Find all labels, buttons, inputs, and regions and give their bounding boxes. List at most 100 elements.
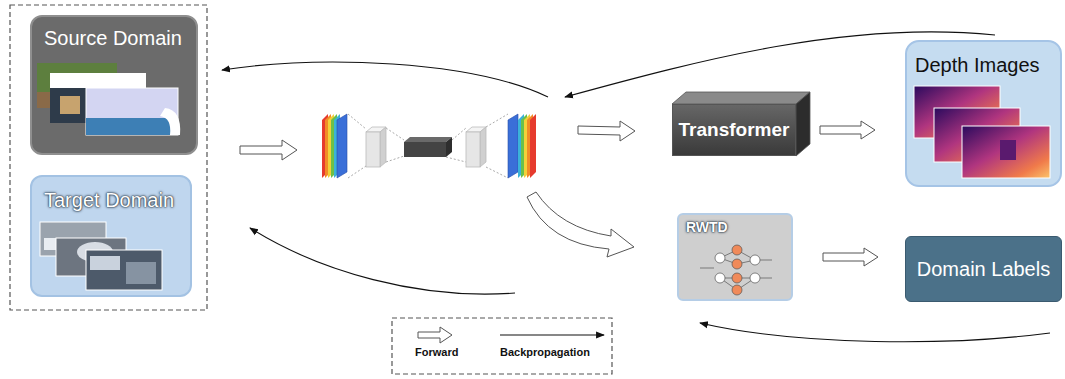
layer-slice bbox=[322, 114, 328, 178]
depth-images-box: Depth Images bbox=[905, 40, 1062, 187]
thumbnail bbox=[37, 63, 117, 108]
depth-thumbnail bbox=[1000, 140, 1016, 160]
transformer-block: Transformer bbox=[672, 104, 796, 156]
thumbnail bbox=[56, 238, 126, 276]
thumbnail bbox=[40, 222, 106, 256]
icon-line bbox=[720, 250, 737, 258]
icon-node bbox=[732, 285, 742, 295]
dashed-frame bbox=[10, 5, 207, 310]
legend-forward-sample bbox=[418, 327, 452, 343]
rwtd-icon bbox=[700, 245, 772, 295]
dotted-link bbox=[452, 128, 466, 140]
icon-line bbox=[737, 278, 755, 279]
dotted-link bbox=[486, 114, 508, 127]
source-domain-box: Source Domain bbox=[30, 15, 198, 155]
grey-block bbox=[480, 127, 486, 167]
thumbnail bbox=[86, 118, 178, 135]
target-domain-box: Target Domain bbox=[30, 175, 192, 297]
grey-block bbox=[466, 132, 480, 167]
encoder-decoder-network bbox=[322, 114, 536, 178]
bottleneck-block bbox=[404, 142, 446, 157]
thumbnail bbox=[90, 256, 120, 270]
icon-line bbox=[737, 260, 755, 264]
backprop-arrow bbox=[565, 32, 995, 97]
grey-block bbox=[366, 127, 386, 132]
dotted-link bbox=[446, 157, 466, 162]
icon-line bbox=[760, 260, 772, 261]
node-label: Target Domain bbox=[44, 189, 174, 212]
depth-thumbnail bbox=[962, 126, 1050, 178]
layer-slice bbox=[524, 114, 530, 178]
dotted-link bbox=[486, 167, 508, 178]
node-label: Transformer bbox=[679, 119, 790, 141]
backprop-arrow bbox=[222, 62, 548, 97]
layer-slice bbox=[521, 114, 527, 178]
bottleneck-block bbox=[446, 137, 452, 157]
thumbnail bbox=[86, 250, 162, 290]
layer-slice bbox=[337, 114, 347, 178]
layer-slice bbox=[530, 114, 536, 178]
grey-block bbox=[466, 127, 486, 132]
icon-node bbox=[732, 273, 742, 283]
icon-line bbox=[720, 258, 737, 264]
icon-node bbox=[732, 245, 742, 255]
backprop-arrow bbox=[700, 323, 1050, 342]
layer-slice bbox=[325, 114, 331, 178]
icon-line bbox=[720, 278, 737, 290]
rwtd-box: RWTD bbox=[677, 213, 793, 301]
legend-label: Forward bbox=[415, 346, 458, 359]
forward-arrow bbox=[240, 140, 297, 160]
legend-label: Backpropagation bbox=[500, 346, 590, 359]
dotted-link bbox=[386, 156, 404, 162]
legend-frame bbox=[392, 318, 612, 374]
icon-line bbox=[760, 278, 772, 279]
layer-slice bbox=[334, 114, 340, 178]
legend-backprop-sample bbox=[500, 334, 604, 335]
bottleneck-block bbox=[404, 137, 452, 142]
icon-line bbox=[700, 268, 714, 269]
node-label: RWTD bbox=[686, 219, 728, 235]
source-thumbnails bbox=[37, 63, 180, 135]
depth-thumbnail bbox=[914, 86, 1000, 138]
depth-thumbnails bbox=[914, 86, 1050, 178]
node-label: Depth Images bbox=[915, 54, 1040, 77]
forward-arrow bbox=[578, 121, 635, 141]
transformer-top-face bbox=[672, 92, 810, 104]
depth-thumbnail bbox=[934, 108, 1020, 162]
icon-node bbox=[750, 255, 760, 265]
layer-slice bbox=[328, 114, 334, 178]
node-label: Domain Labels bbox=[917, 258, 1050, 281]
thumbnail bbox=[50, 73, 146, 88]
thumbnail bbox=[126, 262, 156, 284]
layer-slice bbox=[331, 114, 337, 178]
thumbnail bbox=[37, 92, 117, 108]
transformer-side-face bbox=[796, 92, 810, 156]
target-thumbnails bbox=[40, 222, 162, 290]
icon-node bbox=[750, 273, 760, 283]
grey-block bbox=[366, 132, 380, 167]
thumbnail bbox=[77, 242, 113, 262]
layer-slice bbox=[518, 114, 524, 178]
grey-block bbox=[380, 127, 386, 167]
thumbnail bbox=[50, 88, 165, 123]
forward-arrow bbox=[820, 121, 875, 139]
layer-slice bbox=[508, 114, 518, 178]
node-label: Source Domain bbox=[44, 27, 182, 50]
thumbnail bbox=[60, 96, 80, 114]
icon-line bbox=[737, 250, 755, 260]
backprop-arrow bbox=[250, 228, 515, 294]
thumbnail bbox=[86, 88, 178, 135]
dotted-link bbox=[348, 166, 366, 178]
domain-labels-box: Domain Labels bbox=[905, 236, 1062, 302]
icon-node bbox=[715, 253, 725, 263]
dotted-link bbox=[348, 114, 366, 129]
thumbnail bbox=[44, 238, 64, 250]
icon-node bbox=[715, 273, 725, 283]
icon-line bbox=[737, 278, 755, 290]
layer-slice bbox=[527, 114, 533, 178]
forward-arrow bbox=[823, 248, 878, 266]
dotted-link bbox=[386, 128, 404, 140]
icon-node bbox=[732, 259, 742, 269]
